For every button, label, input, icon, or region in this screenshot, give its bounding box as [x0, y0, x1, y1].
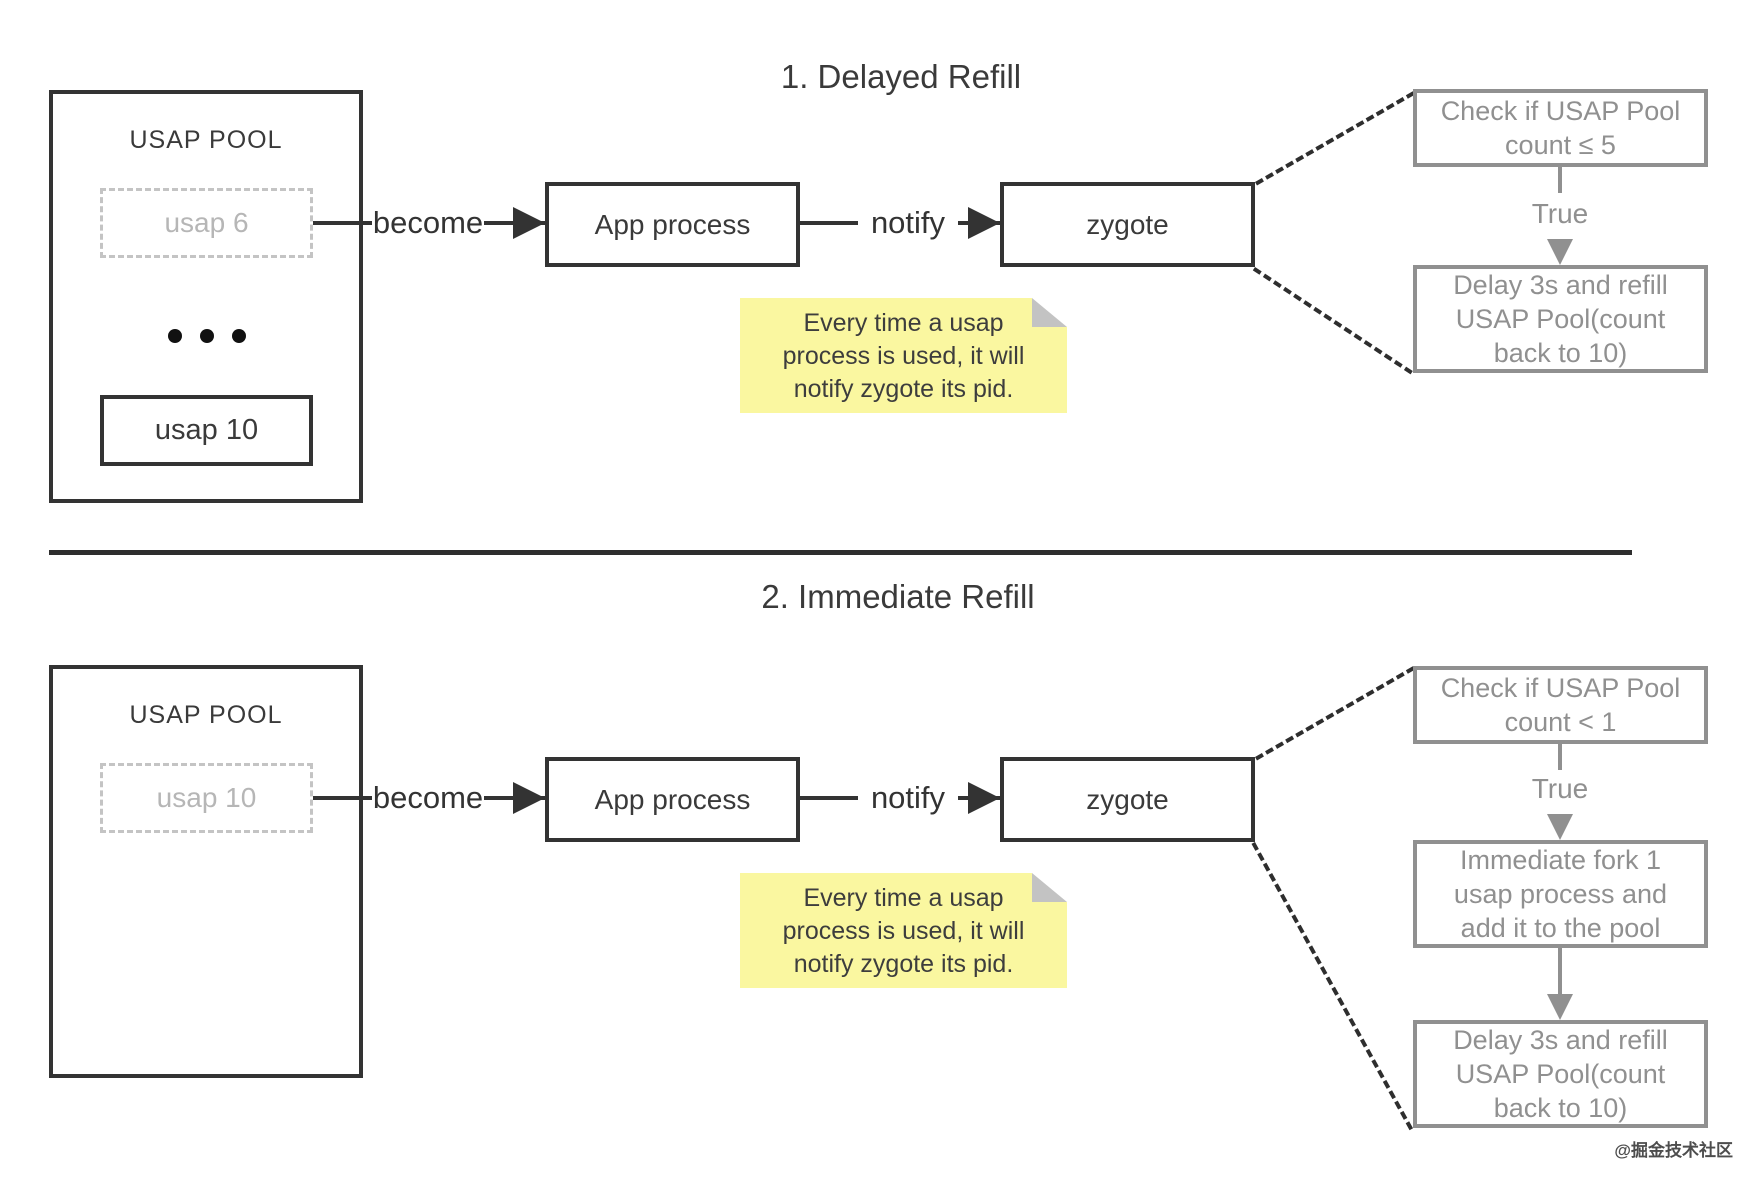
check-line: Check if USAP Pool	[1440, 673, 1681, 703]
immediate-fork-box: Immediate fork 1 usap process and add it…	[1413, 840, 1708, 948]
flow-connector-line	[1558, 167, 1562, 193]
check-line: Check if USAP Pool	[1440, 96, 1681, 126]
check-condition-box: Check if USAP Pool count < 1	[1413, 666, 1708, 744]
note-line: process is used, it will	[782, 917, 1025, 945]
app-process-box: App process	[545, 182, 800, 267]
dotted-connector	[1255, 91, 1415, 186]
ellipsis-dots-icon	[168, 329, 246, 343]
section-divider	[49, 550, 1632, 555]
step-line: back to 10)	[1493, 1093, 1628, 1123]
usap-last-slot: usap 10	[100, 395, 313, 466]
dotted-connector	[1255, 666, 1415, 761]
check-line: count ≤ 5	[1505, 130, 1616, 160]
step-line: Delay 3s and refill	[1453, 270, 1668, 300]
note-line: process is used, it will	[782, 342, 1025, 370]
usap-used-slot: usap 6	[100, 188, 313, 258]
usap-pool-title: USAP POOL	[129, 126, 283, 154]
zygote-box: zygote	[1000, 757, 1255, 842]
step-line: USAP Pool(count	[1455, 1059, 1666, 1089]
dotted-connector	[1251, 842, 1414, 1131]
section1-title: 1. Delayed Refill	[780, 58, 1022, 95]
delay-refill-box: Delay 3s and refill USAP Pool(count back…	[1413, 1020, 1708, 1128]
flow-connector-line	[1558, 744, 1562, 770]
step-line: add it to the pool	[1460, 913, 1661, 943]
dot-icon	[232, 329, 246, 343]
usap-used-slot: usap 10	[100, 763, 313, 833]
zygote-box: zygote	[1000, 182, 1255, 267]
dotted-connector	[1252, 267, 1413, 375]
step-line: Delay 3s and refill	[1453, 1025, 1668, 1055]
note-line: Every time a usap	[803, 884, 1004, 912]
watermark: @掘金技术社区	[1614, 1141, 1733, 1160]
step-line: USAP Pool(count	[1455, 304, 1666, 334]
dot-icon	[200, 329, 214, 343]
arrowhead-right-icon	[968, 207, 1000, 239]
true-label: True	[1510, 773, 1610, 805]
arrowhead-right-icon	[513, 207, 545, 239]
arrowhead-down-icon	[1547, 814, 1573, 840]
usap-pool-title: USAP POOL	[129, 701, 283, 729]
check-condition-box: Check if USAP Pool count ≤ 5	[1413, 89, 1708, 167]
note-line: Every time a usap	[803, 309, 1004, 337]
arrowhead-down-icon	[1547, 239, 1573, 265]
notify-label: notify	[858, 202, 958, 244]
note-line: notify zygote its pid.	[793, 375, 1014, 403]
step-line: Immediate fork 1	[1459, 845, 1662, 875]
check-line: count < 1	[1504, 707, 1617, 737]
arrowhead-right-icon	[968, 782, 1000, 814]
sticky-note: Every time a usap process is used, it wi…	[740, 298, 1067, 413]
sticky-note: Every time a usap process is used, it wi…	[740, 873, 1067, 988]
arrowhead-right-icon	[513, 782, 545, 814]
note-line: notify zygote its pid.	[793, 950, 1014, 978]
step-line: back to 10)	[1493, 338, 1628, 368]
arrowhead-down-icon	[1547, 994, 1573, 1020]
section2-title: 2. Immediate Refill	[761, 578, 1035, 615]
delay-refill-box: Delay 3s and refill USAP Pool(count back…	[1413, 265, 1708, 373]
notify-label: notify	[858, 777, 958, 819]
become-label: become	[372, 202, 484, 244]
true-label: True	[1510, 198, 1610, 230]
flow-connector-line	[1558, 948, 1562, 994]
dot-icon	[168, 329, 182, 343]
step-line: usap process and	[1453, 879, 1668, 909]
app-process-box: App process	[545, 757, 800, 842]
become-label: become	[372, 777, 484, 819]
usap-pool-container	[49, 665, 363, 1078]
